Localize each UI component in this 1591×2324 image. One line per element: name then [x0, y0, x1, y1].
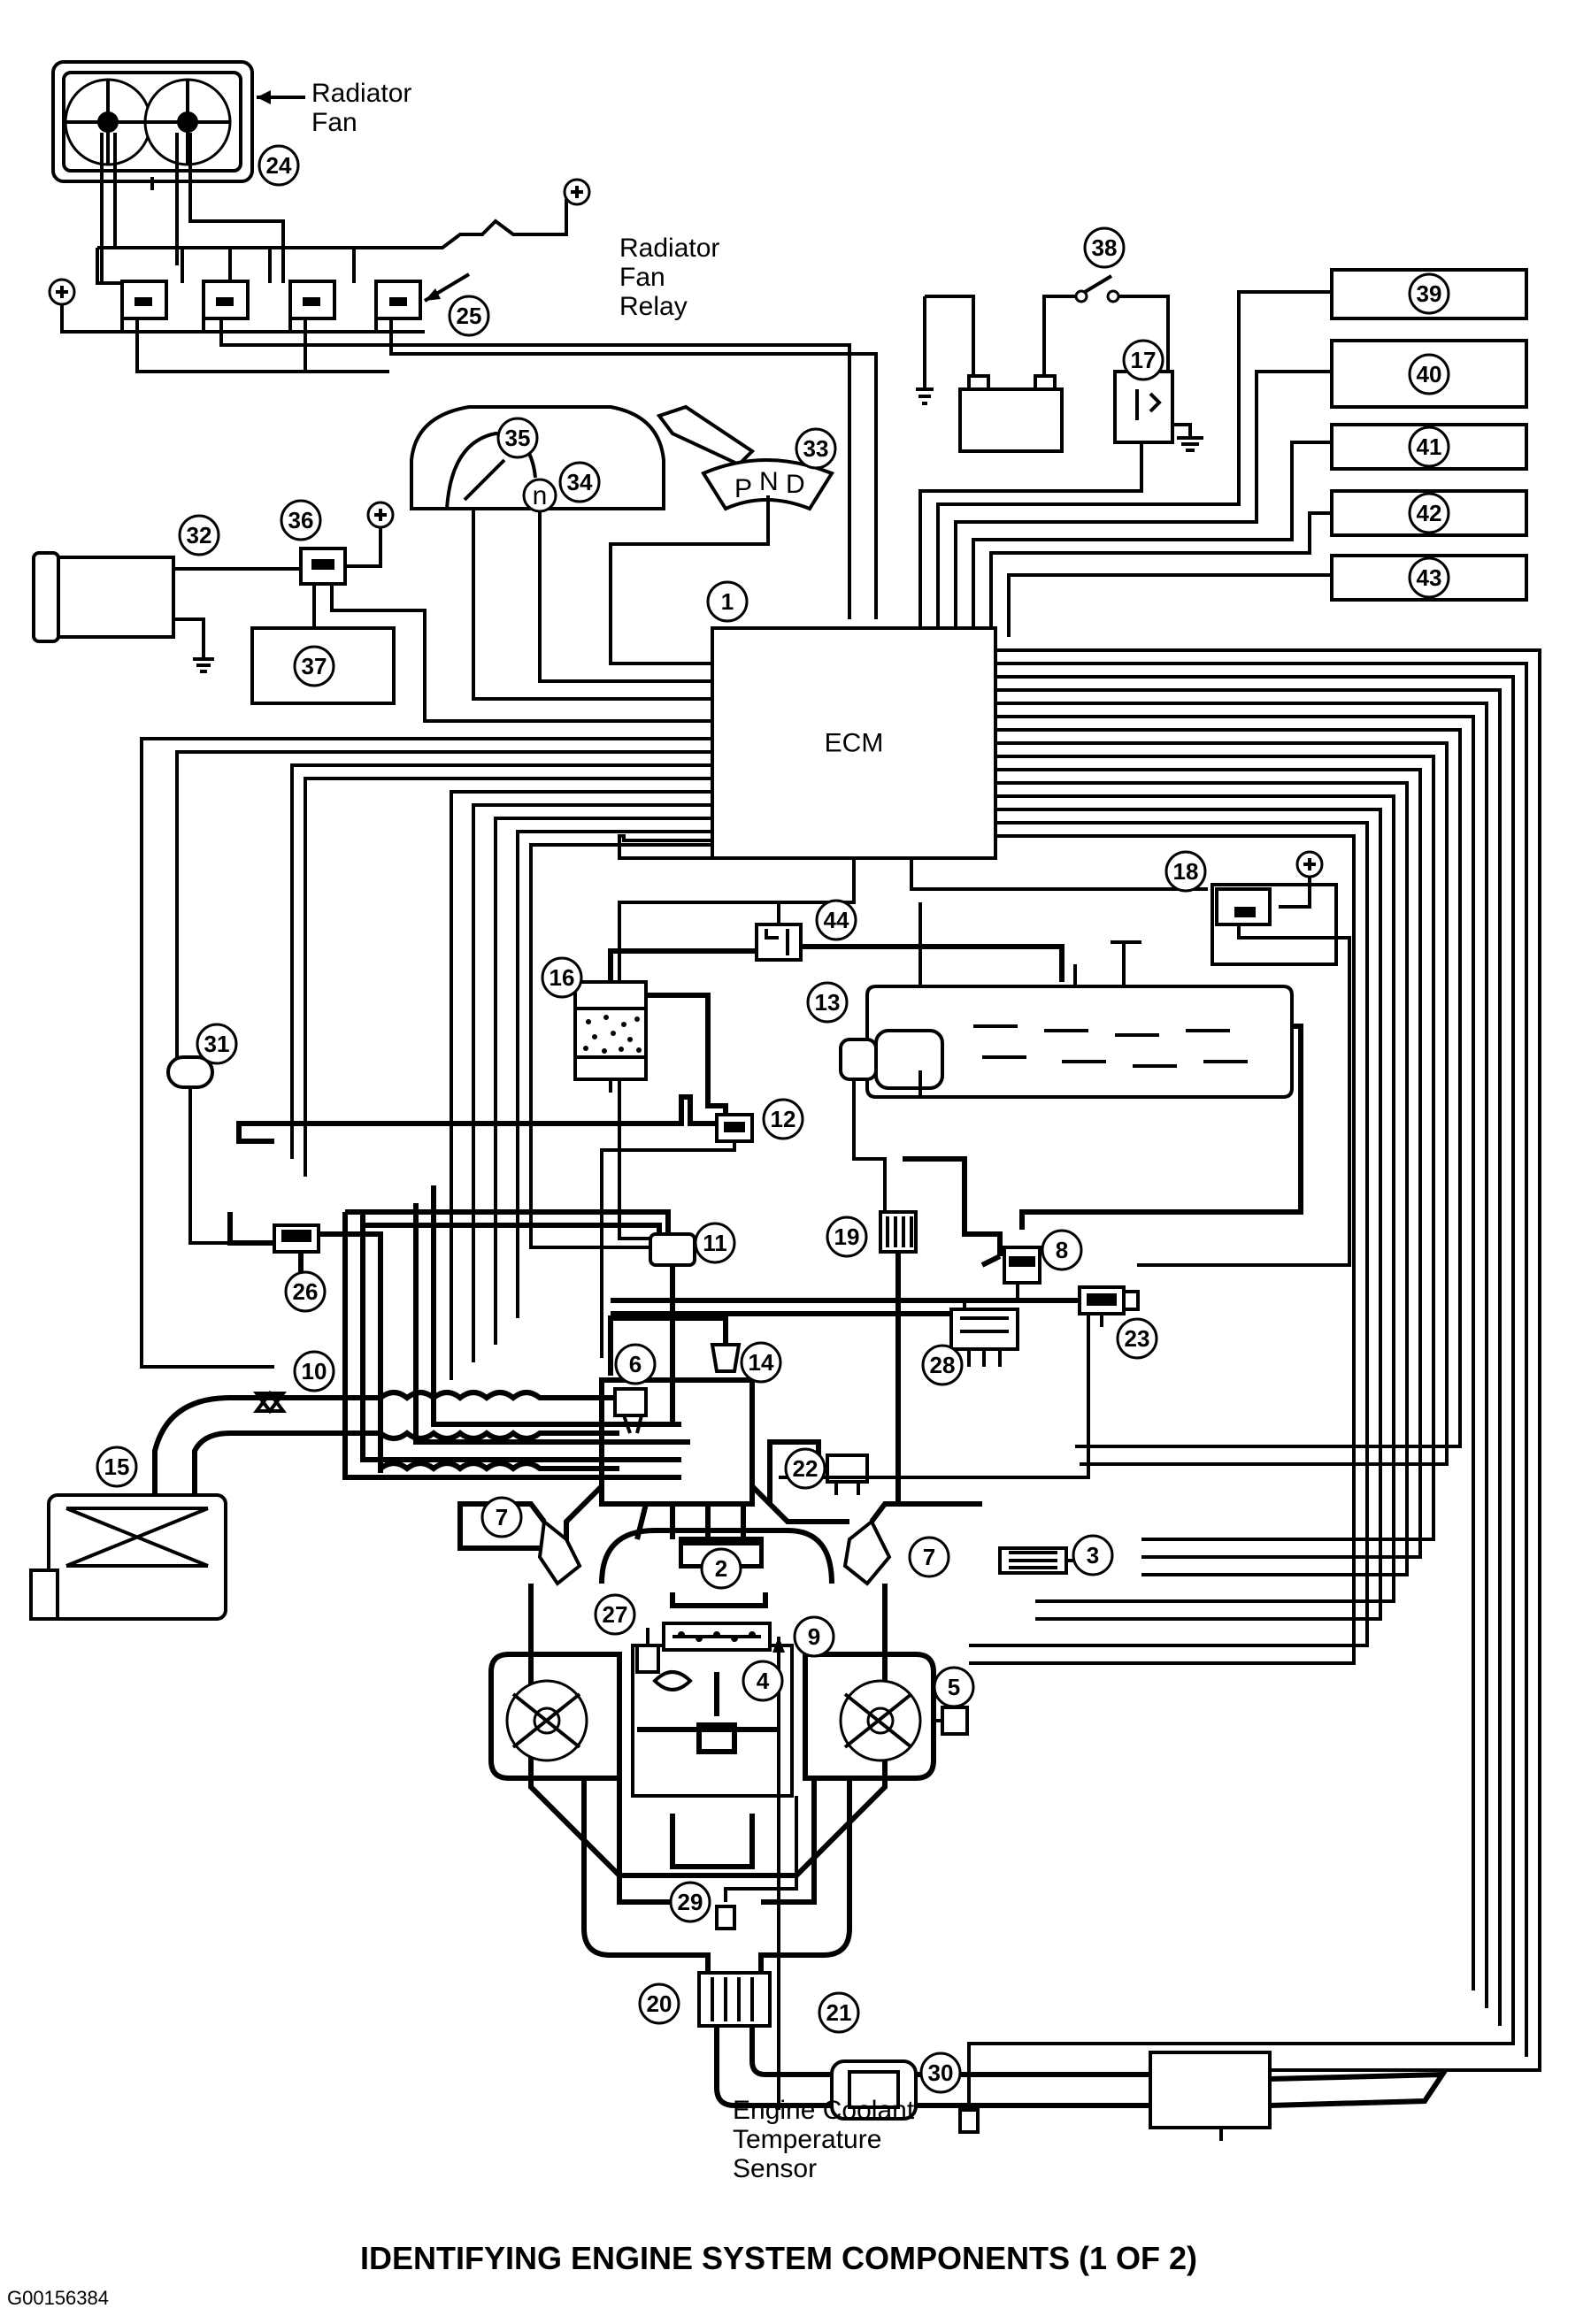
callout-3: 3: [1087, 1542, 1099, 1569]
figure-caption: IDENTIFYING ENGINE SYSTEM COMPONENTS (1 …: [360, 2240, 1197, 2276]
callout-43: 43: [1417, 564, 1442, 591]
sensor-14: [710, 1343, 742, 1373]
callouts: 1 2 3 4 5 6 7 7 8 9 10 11 12 13 14 15 16…: [96, 144, 1450, 2094]
purge-valve-44: [755, 923, 803, 962]
callout-7b: 7: [923, 1544, 935, 1570]
callout-36: 36: [288, 507, 314, 533]
battery: [958, 387, 1064, 453]
maf-sensor-10: [253, 1390, 287, 1415]
catalyst-20: [697, 1971, 772, 2028]
callout-40: 40: [1417, 361, 1442, 387]
callout-17: 17: [1131, 347, 1157, 373]
fuel-tank: [865, 985, 1294, 1099]
callout-9: 9: [808, 1623, 820, 1650]
muffler: [1149, 2051, 1272, 2129]
callout-22: 22: [793, 1455, 819, 1482]
callout-1: 1: [721, 588, 734, 615]
callout-31: 31: [204, 1031, 230, 1057]
callout-35: 35: [505, 425, 531, 451]
callout-11: 11: [703, 1230, 727, 1256]
instrument-cluster: [410, 405, 665, 510]
callout-19: 19: [834, 1223, 860, 1250]
callout-16: 16: [550, 964, 575, 991]
callout-24: 24: [266, 152, 292, 179]
canister-16: [573, 980, 648, 1081]
gear-selector: [701, 458, 834, 511]
injector-7-left: [537, 1518, 582, 1586]
callout-18: 18: [1173, 858, 1199, 885]
callout-10: 10: [302, 1358, 327, 1384]
callout-2: 2: [715, 1555, 727, 1582]
ecm-box: [711, 626, 997, 860]
relay-17: [1113, 370, 1174, 444]
callout-20: 20: [647, 1990, 673, 2017]
radiator-fan-label-1: Radiator: [311, 79, 411, 108]
callout-27: 27: [603, 1601, 628, 1628]
ecm-label: ECM: [825, 729, 884, 758]
coolant-sensor-label-3: Sensor: [733, 2154, 817, 2183]
callout-29: 29: [678, 1889, 703, 1915]
callout-42: 42: [1417, 500, 1442, 526]
relay-label-3: Relay: [619, 292, 688, 321]
callout-33: 33: [803, 435, 829, 462]
injector-7-right: [842, 1518, 892, 1586]
coolant-sensor-label-2: Temperature: [733, 2125, 881, 2154]
sensor-11: [649, 1232, 696, 1267]
starter-32: [57, 556, 175, 639]
gear-d: D: [786, 470, 805, 499]
callout-32: 32: [187, 522, 212, 548]
air-cleaner-15: [47, 1493, 227, 1621]
callout-37: 37: [302, 653, 327, 679]
sensor-27: [635, 1644, 660, 1674]
radiator-fan-relays: [120, 280, 422, 320]
iac-6: [613, 1387, 648, 1417]
gear-n: N: [759, 467, 779, 496]
callout-44: 44: [824, 907, 849, 933]
fuel-pump-13: [874, 1029, 944, 1090]
callout-34: 34: [567, 469, 593, 495]
callout-7a: 7: [496, 1504, 508, 1530]
callout-4: 4: [757, 1668, 770, 1694]
callout-6: 6: [629, 1351, 642, 1377]
radiator-fan-label-2: Fan: [311, 108, 357, 137]
sensor-31: [166, 1055, 214, 1089]
callout-38: 38: [1092, 234, 1118, 261]
shift-lever: [656, 404, 756, 467]
callout-39: 39: [1417, 280, 1442, 307]
relay-label-2: Fan: [619, 263, 665, 292]
sensor-29: [715, 1905, 736, 1930]
switch-38: [1083, 274, 1113, 294]
callout-12: 12: [771, 1106, 796, 1132]
tach-n-label: n: [533, 481, 548, 510]
gear-p: P: [734, 474, 752, 503]
sensor-5: [941, 1706, 969, 1736]
starter-end: [32, 551, 60, 643]
sensor-30: [958, 2108, 980, 2134]
callout-41: 41: [1417, 433, 1442, 460]
relay-label-1: Radiator: [619, 234, 719, 263]
egr-28: [949, 1308, 1019, 1351]
callout-26: 26: [293, 1278, 319, 1305]
callout-25: 25: [457, 303, 482, 329]
callout-14: 14: [749, 1349, 774, 1376]
callout-15: 15: [104, 1453, 130, 1480]
callout-8: 8: [1056, 1237, 1068, 1263]
radiator-fan: [51, 60, 254, 183]
callout-30: 30: [928, 2059, 954, 2086]
figure-code: G00156384: [7, 2287, 109, 2309]
callout-13: 13: [815, 989, 841, 1016]
callout-21: 21: [826, 1999, 852, 2026]
coolant-sensor-label-1: Engine Coolant: [733, 2096, 915, 2125]
callout-23: 23: [1125, 1325, 1150, 1352]
callout-28: 28: [930, 1352, 956, 1378]
callout-5: 5: [948, 1674, 960, 1700]
